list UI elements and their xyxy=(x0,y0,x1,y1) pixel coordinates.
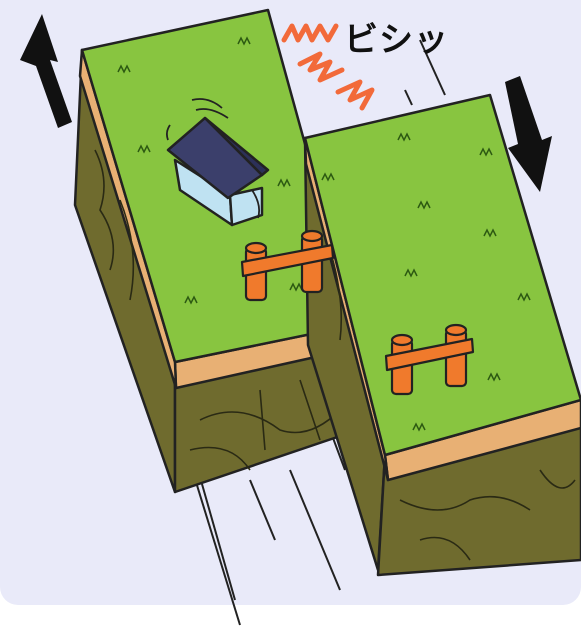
up-arrow-icon xyxy=(20,14,72,128)
sound-effect-text: ビシッ xyxy=(344,12,449,61)
